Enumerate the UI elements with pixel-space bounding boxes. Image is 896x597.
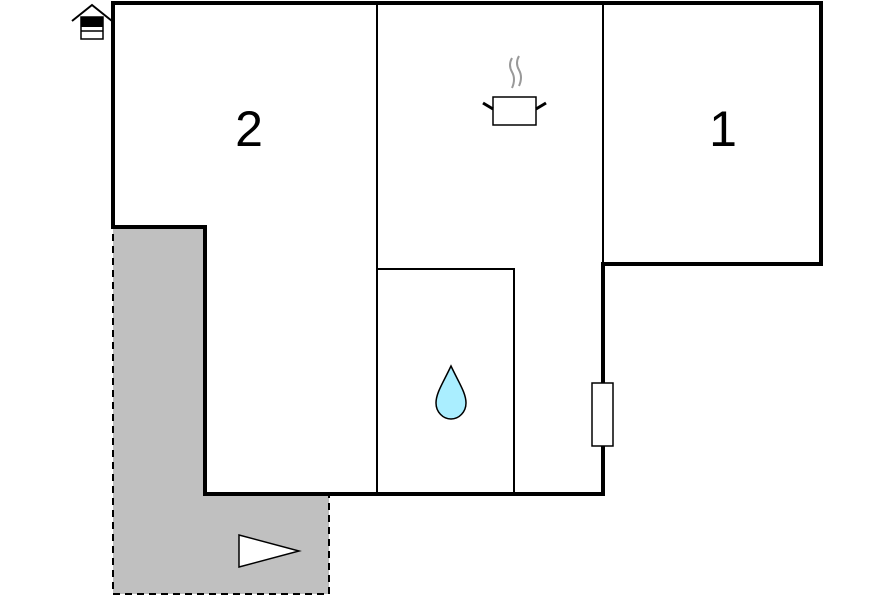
- radiator-icon: [591, 382, 614, 447]
- house-entrance-icon: [71, 3, 113, 40]
- water-drop-icon: [435, 364, 467, 420]
- bathroom-wall: [377, 268, 515, 494]
- room-label-1: 1: [709, 101, 737, 157]
- terrace-direction-icon: [238, 534, 302, 568]
- outer-wall: [111, 1, 823, 496]
- cooking-pot-icon: [482, 55, 547, 126]
- room-label-2: 2: [235, 101, 263, 157]
